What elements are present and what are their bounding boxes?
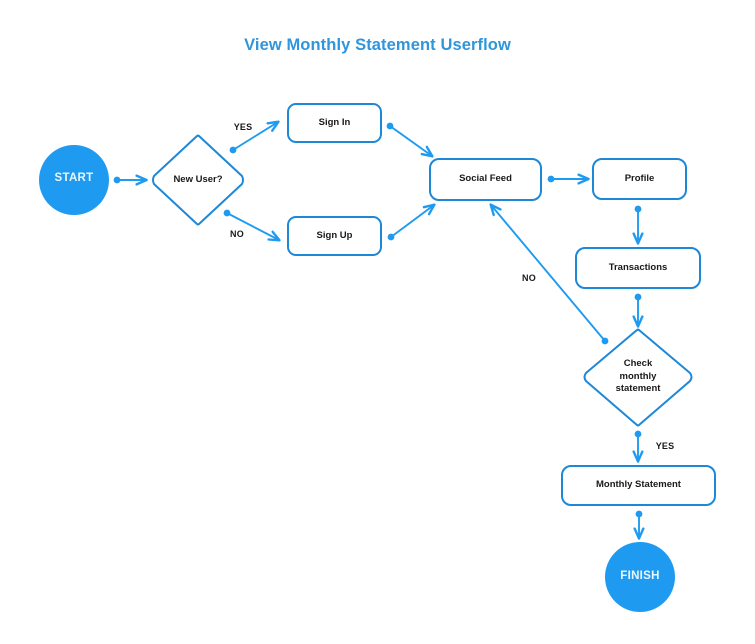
edge-monthly-statement-to-finish bbox=[636, 510, 643, 538]
node-sign-up[interactable] bbox=[287, 216, 382, 256]
node-finish[interactable] bbox=[605, 542, 675, 612]
page-title: View Monthly Statement Userflow bbox=[244, 36, 511, 54]
node-check-monthly-statement[interactable] bbox=[583, 328, 693, 427]
edge-check-no-to-social-feed bbox=[491, 205, 609, 345]
node-new-user[interactable] bbox=[152, 134, 244, 226]
edge-sign-in-to-social-feed bbox=[386, 122, 432, 156]
node-profile[interactable] bbox=[592, 158, 687, 200]
edge-profile-to-transactions bbox=[635, 205, 642, 243]
node-social-feed[interactable] bbox=[429, 158, 542, 201]
edge-social-feed-to-profile bbox=[547, 176, 588, 183]
edge-new-user-no-to-sign-up bbox=[223, 209, 279, 240]
node-monthly-statement[interactable] bbox=[561, 465, 716, 506]
edge-transactions-to-check bbox=[635, 293, 642, 326]
node-start[interactable] bbox=[39, 145, 109, 215]
edge-check-yes-to-monthly-statement bbox=[635, 430, 642, 461]
edge-new-user-yes-to-sign-in bbox=[229, 122, 278, 154]
edge-sign-up-to-social-feed bbox=[387, 205, 434, 241]
node-sign-in[interactable] bbox=[287, 103, 382, 143]
node-transactions[interactable] bbox=[575, 247, 701, 289]
edge-start-to-new-user bbox=[113, 177, 146, 184]
